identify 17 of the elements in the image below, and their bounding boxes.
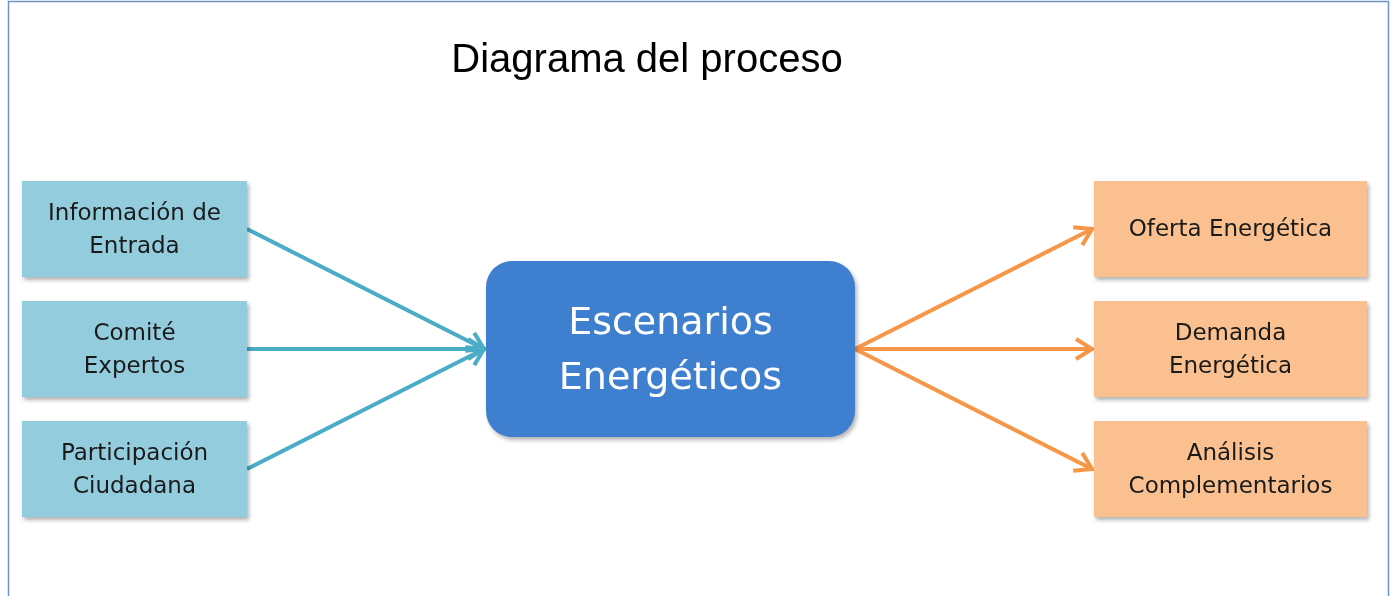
box-label: Comité Expertos xyxy=(82,317,187,380)
input-box xyxy=(22,301,247,397)
box-label: Demanda Energética xyxy=(1167,317,1294,380)
process-box xyxy=(486,261,855,437)
input-box xyxy=(22,421,247,517)
output-box xyxy=(1094,181,1367,277)
arrow xyxy=(246,227,486,353)
box-label: Información de Entrada xyxy=(48,197,221,260)
box-label: Escenarios Energéticos xyxy=(557,297,784,400)
diagram-title: Diagrama del proceso xyxy=(450,36,844,81)
output-box xyxy=(1094,301,1367,397)
input-box xyxy=(22,181,247,277)
box-label: Participación Ciudadana xyxy=(59,437,210,500)
arrow xyxy=(246,345,486,471)
output-box xyxy=(1094,421,1367,517)
box-label: Oferta Energética xyxy=(1128,214,1333,244)
box-label: Análisis Complementarios xyxy=(1127,437,1334,500)
